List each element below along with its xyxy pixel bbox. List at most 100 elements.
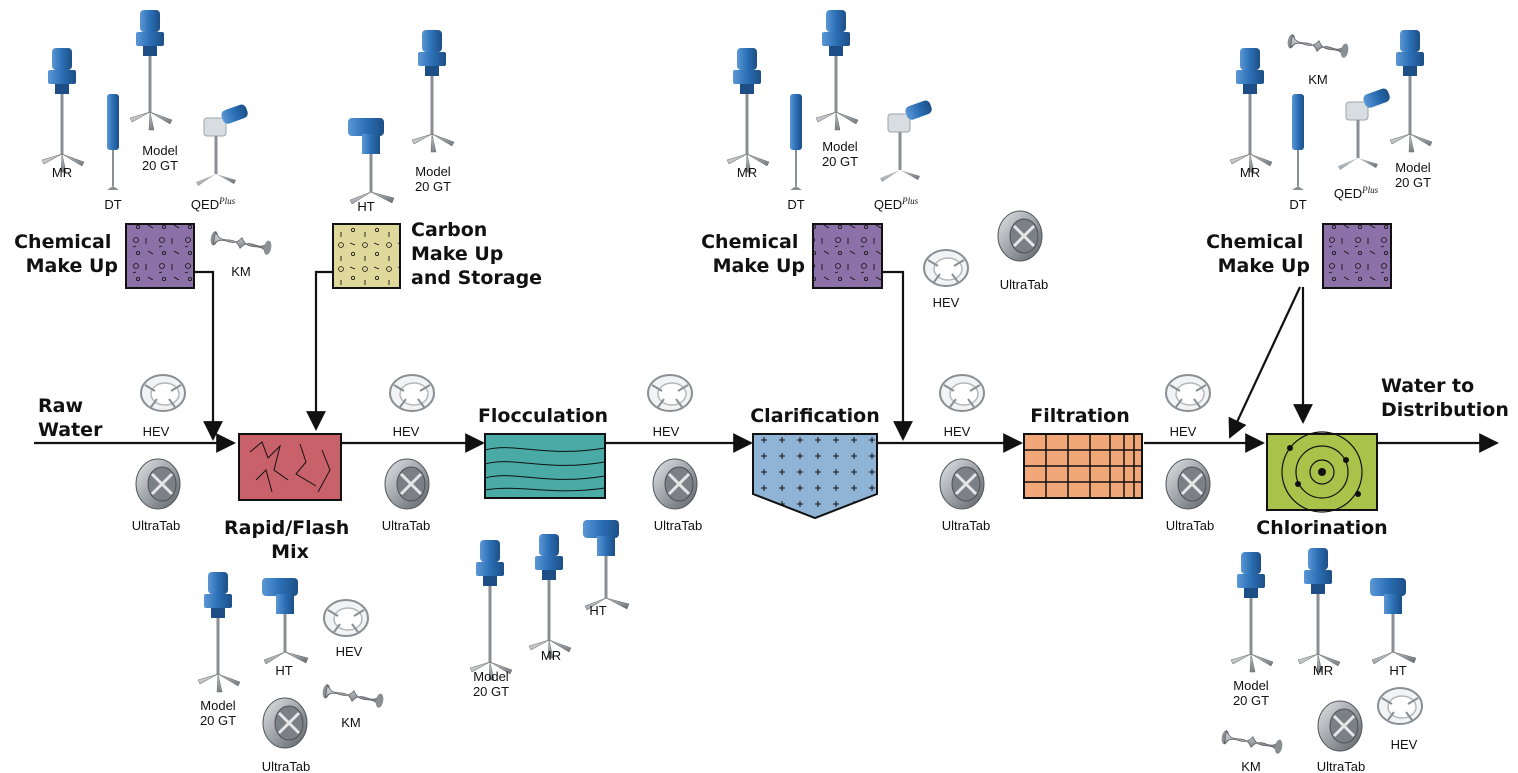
feed-arrow-chemical-2 [883, 270, 913, 441]
label-qed-plus: QEDPlus [1334, 185, 1379, 201]
agitator-mixer-icon [726, 48, 770, 173]
agitator-mixer-icon [1338, 88, 1390, 170]
feed-arrow-carbon [306, 270, 332, 431]
drum-mixer-icon [107, 94, 119, 190]
drum-mixer-icon [1292, 94, 1304, 190]
label-mr: MR [1313, 663, 1333, 678]
filtration-box [1023, 433, 1143, 499]
agitator-mixer-icon [411, 30, 455, 153]
agitator-mixer-icon [1389, 30, 1433, 153]
agitator-mixer-icon [469, 540, 513, 681]
chemical-makeup-box-2 [812, 223, 883, 289]
label-ultratab: UltraTab [1317, 759, 1365, 773]
water-to-distribution-label: Water to Distribution [1381, 375, 1509, 421]
label-qed-plus: QEDPlus [874, 196, 919, 212]
agitator-mixer-icon [583, 520, 630, 611]
label-hev: HEV [1391, 737, 1418, 752]
flocculation-box [484, 433, 606, 499]
label-hev: HEV [143, 424, 170, 439]
chemical-makeup-label-3: Chemical Make Up [1206, 231, 1310, 277]
label-qed-plus: QEDPlus [191, 196, 236, 212]
label-ultratab: UltraTab [1000, 277, 1048, 292]
rapid-flash-mix-label: Rapid/Flash Mix [224, 517, 356, 563]
hev-static-mixer-icon [1377, 687, 1423, 725]
ultratab-wafer-icon [262, 697, 308, 749]
feed-arrow-chemical-3-line [1228, 286, 1301, 439]
label-ultratab: UltraTab [942, 518, 990, 533]
label-dt: DT [1289, 197, 1306, 212]
carbon-makeup-box [332, 223, 401, 289]
raw-water-label: Raw Water [38, 395, 103, 441]
agitator-mixer-icon [1370, 578, 1417, 665]
label-mr: MR [541, 648, 561, 663]
carbon-makeup-label: Carbon Make Up and Storage [411, 219, 542, 289]
filtration-label: Filtration [1030, 405, 1129, 427]
label-hev: HEV [944, 424, 971, 439]
rapid-mix-box [238, 433, 342, 501]
km-static-mixer-icon [210, 230, 272, 255]
label-hev: HEV [653, 424, 680, 439]
label-hev: HEV [933, 295, 960, 310]
agitator-mixer-icon [262, 578, 309, 665]
label-ultratab: UltraTab [382, 518, 430, 533]
label-mr: MR [737, 165, 757, 180]
hev-static-mixer-icon [939, 374, 985, 412]
agitator-mixer-icon [1229, 48, 1273, 173]
label-mr: MR [52, 165, 72, 180]
equipment-icons [41, 10, 1433, 754]
label-km: KM [1241, 759, 1261, 773]
agitator-mixer-icon [815, 10, 859, 131]
km-static-mixer-icon [1287, 33, 1349, 58]
km-static-mixer-icon [322, 683, 384, 708]
agitator-mixer-icon [528, 534, 572, 659]
ultratab-wafer-icon [997, 210, 1043, 262]
label-ultratab: UltraTab [132, 518, 180, 533]
chlorination-label: Chlorination [1256, 517, 1387, 539]
clarification-tank [752, 433, 878, 520]
chemical-makeup-label-1: Chemical Make Up [14, 231, 118, 277]
label-hev: HEV [336, 644, 363, 659]
label-ht: HT [1389, 663, 1406, 678]
agitator-mixer-icon [129, 10, 173, 131]
agitator-mixer-icon [197, 572, 241, 693]
ultratab-wafer-icon [384, 458, 430, 510]
agitator-mixer-icon [1230, 552, 1274, 673]
hev-static-mixer-icon [140, 374, 186, 412]
ultratab-wafer-icon [135, 458, 181, 510]
ultratab-wafer-icon [652, 458, 698, 510]
flocculation-label: Flocculation [478, 405, 608, 427]
clarification-label: Clarification [750, 405, 880, 427]
label-ht: HT [275, 663, 292, 678]
chlorination-box [1266, 431, 1378, 513]
agitator-mixer-icon [348, 118, 395, 205]
chemical-makeup-box-1 [125, 223, 195, 289]
feed-arrow-chemical-1 [195, 270, 223, 441]
label-ultratab: UltraTab [1166, 518, 1214, 533]
hev-static-mixer-icon [923, 249, 969, 287]
label-km: KM [231, 264, 251, 279]
label-km: KM [341, 715, 361, 730]
label-ht: HT [357, 199, 374, 214]
ultratab-wafer-icon [1317, 700, 1363, 752]
agitator-mixer-icon [41, 48, 85, 173]
agitator-mixer-icon [880, 100, 932, 182]
label-dt: DT [104, 197, 121, 212]
chemical-makeup-label-2: Chemical Make Up [701, 231, 805, 277]
hev-static-mixer-icon [389, 374, 435, 412]
hev-static-mixer-icon [1165, 374, 1211, 412]
ultratab-wafer-icon [939, 458, 985, 510]
label-hev: HEV [1170, 424, 1197, 439]
ultratab-wafer-icon [1165, 458, 1211, 510]
agitator-mixer-icon [196, 104, 248, 186]
label-hev: HEV [393, 424, 420, 439]
chemical-makeup-box-3 [1322, 223, 1392, 289]
hev-static-mixer-icon [323, 599, 369, 637]
